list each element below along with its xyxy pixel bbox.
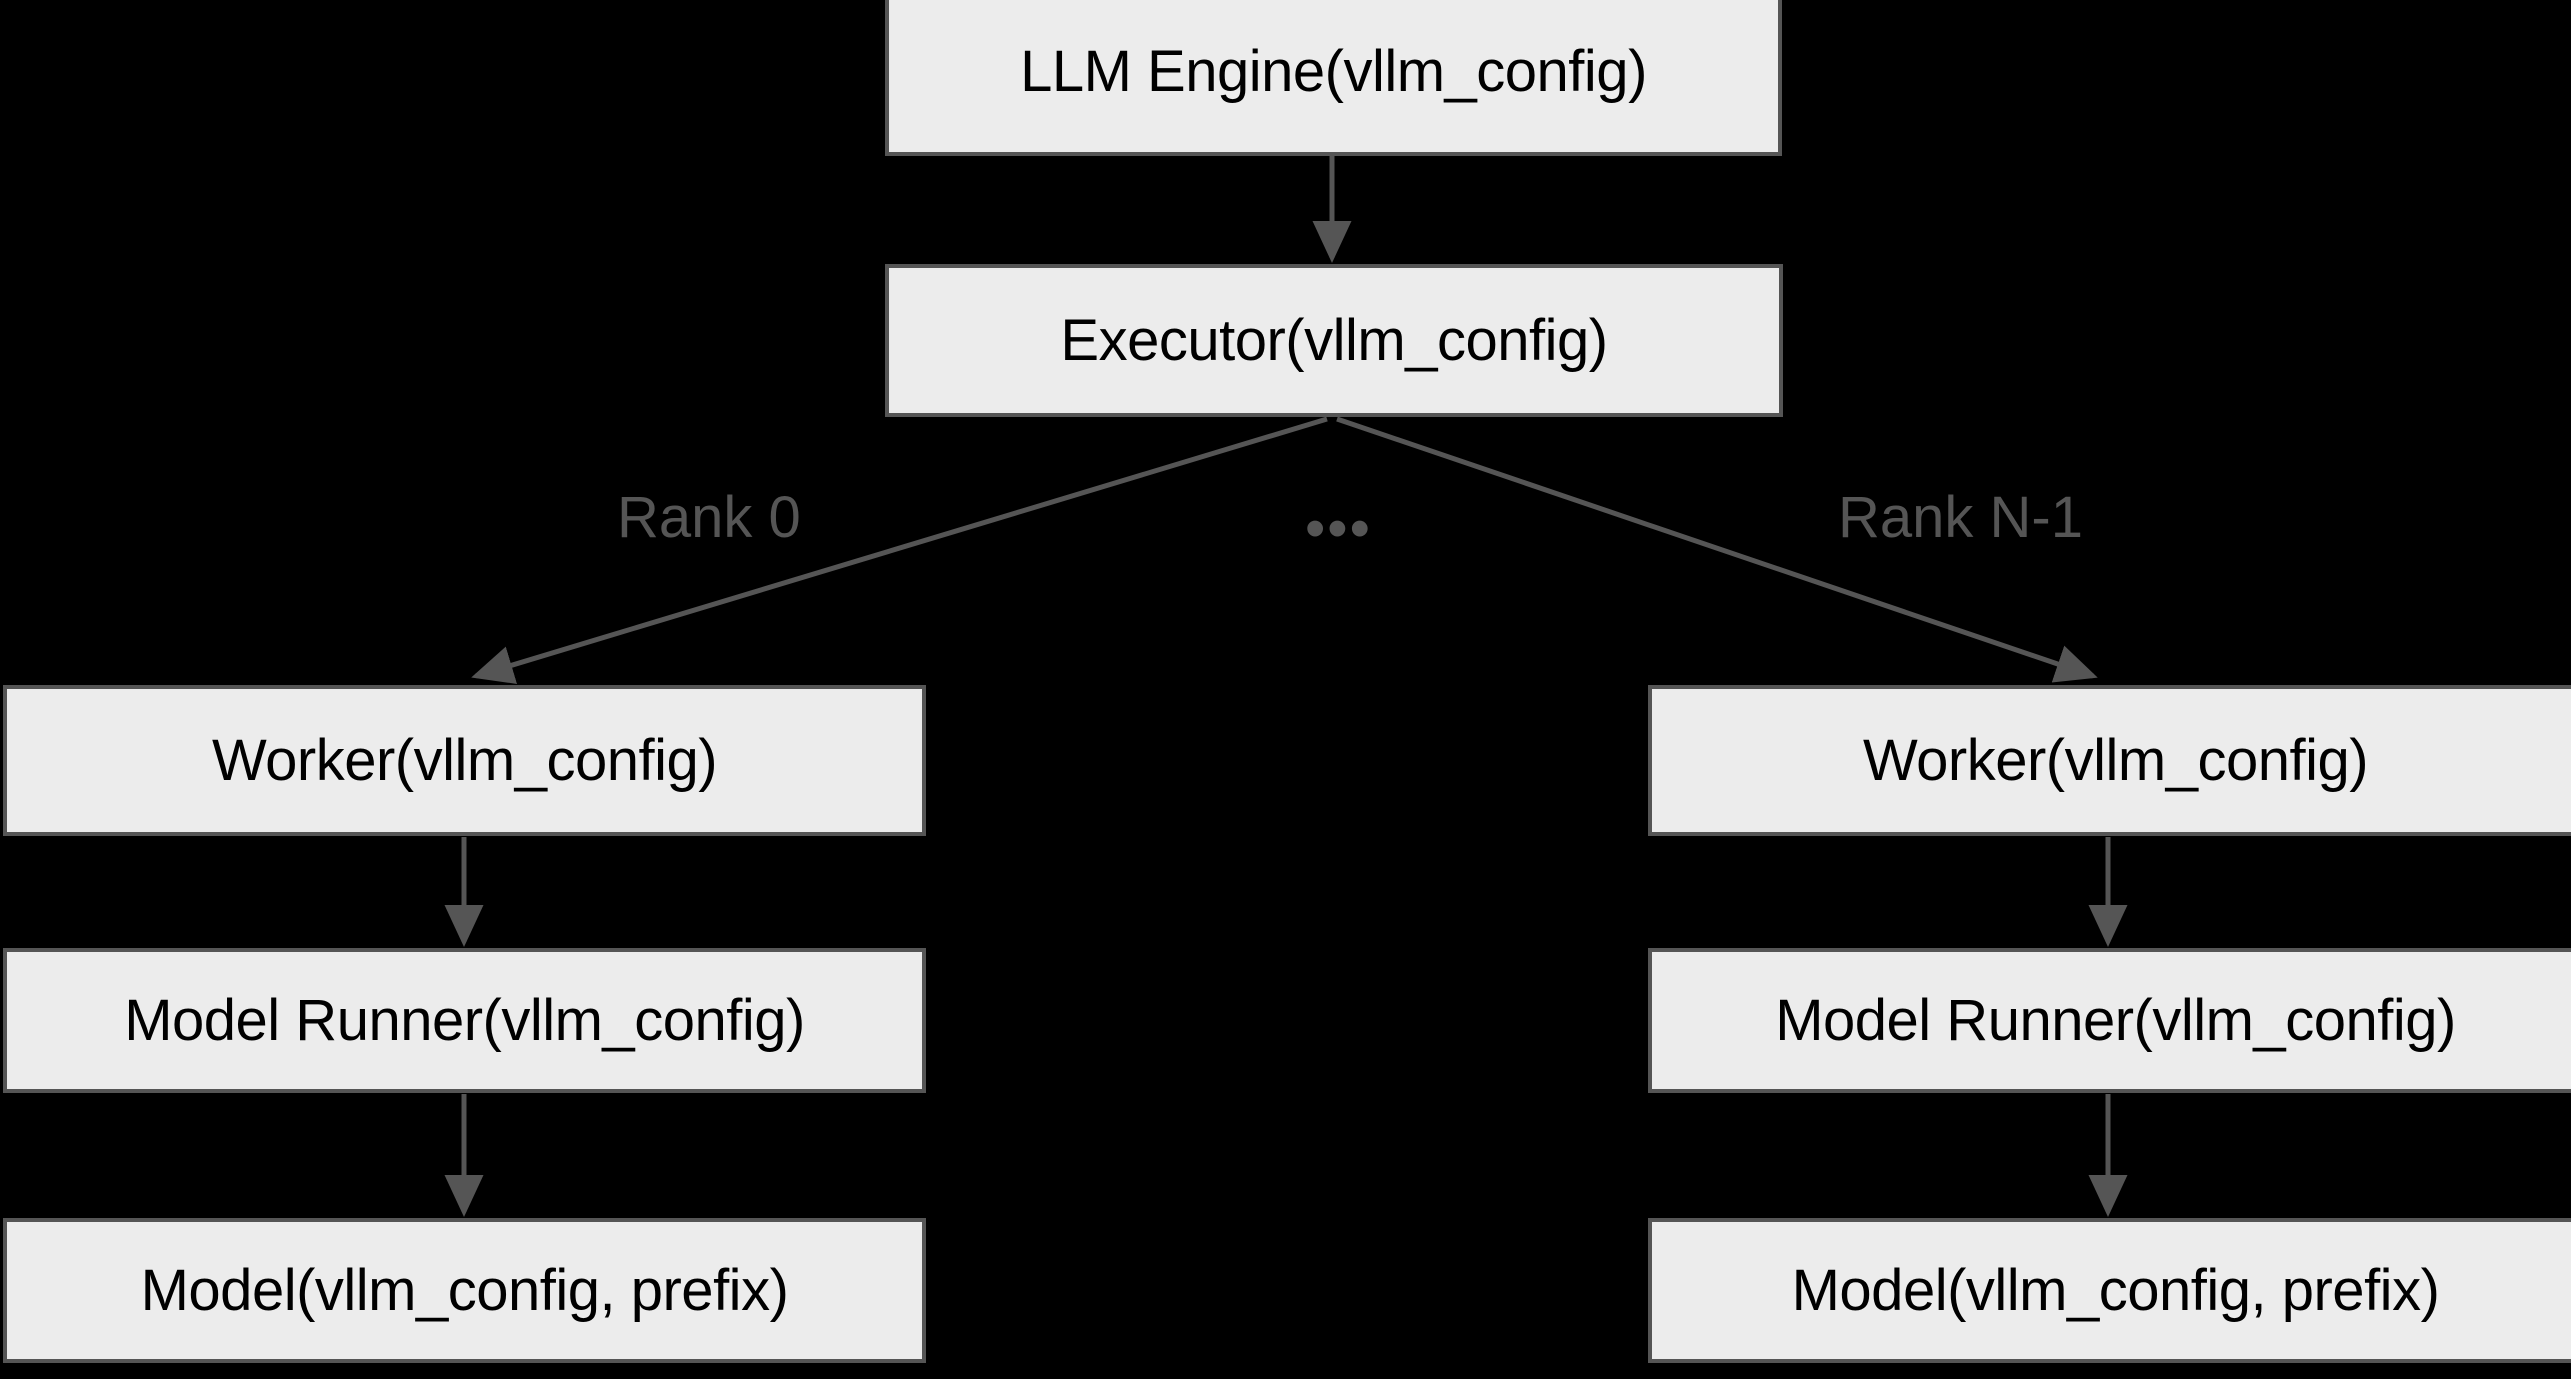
node-worker-rank0[interactable]: Worker(vllm_config)	[3, 685, 926, 836]
node-model-runner-rank0-label: Model Runner(vllm_config)	[124, 987, 805, 1053]
node-executor-label: Executor(vllm_config)	[1060, 307, 1608, 373]
edge-executor-to-worker-rank0	[471, 416, 1328, 684]
edge-label-rank-first: Rank 0	[617, 485, 801, 550]
node-model-rank0[interactable]: Model(vllm_config, prefix)	[3, 1218, 926, 1363]
node-model-rankn[interactable]: Model(vllm_config, prefix)	[1648, 1218, 2571, 1363]
node-model-runner-rank0[interactable]: Model Runner(vllm_config)	[3, 948, 926, 1093]
node-model-rank0-label: Model(vllm_config, prefix)	[140, 1257, 789, 1323]
edge-executor-to-worker-rankn	[1336, 416, 2098, 683]
node-llm-engine-label: LLM Engine(vllm_config)	[1020, 39, 1647, 104]
node-model-rankn-label: Model(vllm_config, prefix)	[1791, 1257, 2440, 1323]
edge-label-rank-last: Rank N-1	[1838, 485, 2083, 550]
node-worker-rank0-label: Worker(vllm_config)	[211, 727, 718, 793]
node-worker-rankn-label: Worker(vllm_config)	[1862, 727, 2369, 793]
node-worker-rankn[interactable]: Worker(vllm_config)	[1648, 685, 2571, 836]
node-model-runner-rankn-label: Model Runner(vllm_config)	[1775, 987, 2456, 1053]
node-llm-engine[interactable]: LLM Engine(vllm_config)	[885, 0, 1782, 156]
node-model-runner-rankn[interactable]: Model Runner(vllm_config)	[1648, 948, 2571, 1093]
node-executor[interactable]: Executor(vllm_config)	[885, 264, 1783, 417]
edge-label-ellipsis: •••	[1305, 496, 1372, 561]
